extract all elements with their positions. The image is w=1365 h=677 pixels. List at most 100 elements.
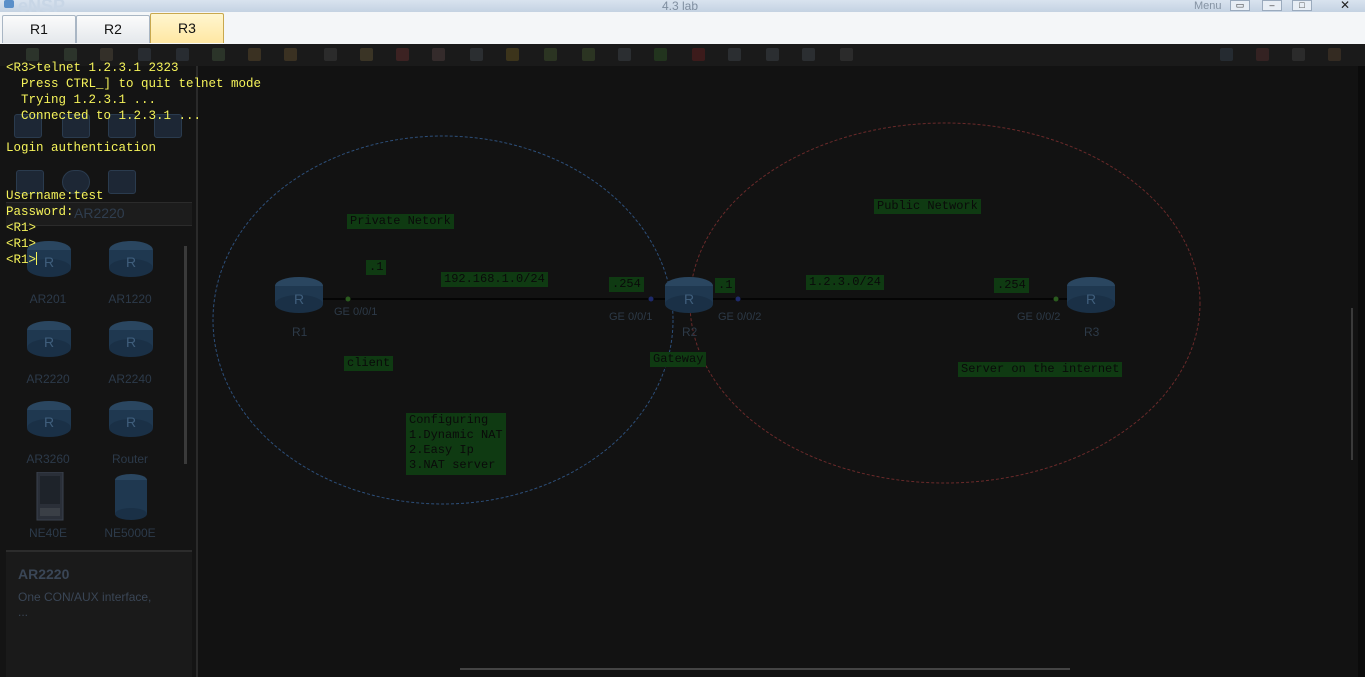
tab-r1[interactable]: R1 — [2, 15, 76, 43]
help-icon[interactable] — [1328, 48, 1341, 61]
topology-canvas[interactable]: R R R R1 R2 R3 GE 0/0/1 GE 0/0/1 GE 0/0/… — [198, 66, 1358, 677]
router-icon: R — [27, 241, 71, 277]
svg-text:R: R — [126, 334, 136, 350]
label-r1-host[interactable]: .1 — [366, 260, 387, 275]
device-ne40e[interactable]: NE40E — [8, 472, 88, 546]
device-label: Router — [111, 452, 149, 466]
label-r2-lan[interactable]: .254 — [609, 277, 644, 292]
label-gateway[interactable]: Gateway — [650, 352, 707, 367]
pan-icon[interactable] — [360, 48, 373, 61]
settings-icon[interactable] — [1292, 48, 1305, 61]
wireless-category-icon[interactable] — [108, 114, 136, 138]
chassis-icon — [36, 472, 64, 521]
label-r3-wan[interactable]: .254 — [994, 278, 1029, 293]
router-icon: R — [109, 321, 153, 357]
device-info-box: AR2220 One CON/AUX interface, ... — [6, 550, 192, 677]
save-as-icon[interactable] — [176, 48, 189, 61]
fit-icon[interactable] — [618, 48, 631, 61]
device-label: AR1220 — [108, 292, 152, 306]
terminal-line: <R1> — [6, 221, 37, 235]
cable-category-icon[interactable] — [108, 170, 136, 194]
terminal-line: Connected to 1.2.3.1 ... — [6, 109, 202, 123]
terminal-tab-bar: R1 R2 R3 — [0, 12, 1365, 46]
switch-category-icon[interactable] — [62, 114, 90, 138]
minimize-icon[interactable]: – — [1262, 0, 1282, 11]
device-ar1220[interactable]: R AR1220 — [90, 240, 170, 312]
label-private-network[interactable]: Private Netork — [347, 214, 454, 229]
device-ar3260[interactable]: R AR3260 — [8, 400, 88, 472]
svg-text:R: R — [44, 254, 54, 270]
device-panel-scrollbar[interactable] — [184, 246, 187, 464]
canvas-vertical-scrollbar[interactable] — [1351, 308, 1353, 460]
device-ar201[interactable]: R AR201 — [8, 240, 88, 312]
router-r1-icon[interactable]: R — [275, 277, 323, 313]
restore-icon[interactable]: ▭ — [1230, 0, 1250, 11]
new-lab-icon[interactable] — [64, 48, 77, 61]
redo-icon[interactable] — [284, 48, 297, 61]
stop-icon[interactable] — [692, 48, 705, 61]
cli-icon[interactable] — [766, 48, 779, 61]
label-server[interactable]: Server on the internet — [958, 362, 1123, 377]
chat-icon[interactable] — [1220, 48, 1233, 61]
screenshot-icon[interactable] — [840, 48, 853, 61]
device-label: NE5000E — [104, 526, 156, 540]
huawei-icon[interactable] — [1256, 48, 1269, 61]
port-label-r1: GE 0/0/1 — [334, 306, 378, 318]
undo-icon[interactable] — [248, 48, 261, 61]
start-icon[interactable] — [654, 48, 667, 61]
terminal-line: Login authentication — [6, 141, 157, 155]
device-router[interactable]: R Router — [90, 400, 170, 472]
maximize-icon[interactable]: □ — [1292, 0, 1312, 11]
label-public-network[interactable]: Public Network — [874, 199, 981, 214]
label-configuring[interactable]: Configuring 1.Dynamic NAT 2.Easy Ip 3.NA… — [406, 413, 506, 475]
label-wan-subnet[interactable]: 1.2.3.0/24 — [806, 275, 885, 290]
label-lan-subnet[interactable]: 192.168.1.0/24 — [441, 272, 548, 287]
terminal-line: Password: — [6, 205, 74, 219]
close-icon[interactable]: ✕ — [1339, 0, 1351, 12]
router-r2-icon[interactable]: R — [665, 277, 713, 313]
delete-link-icon[interactable] — [432, 48, 445, 61]
svg-text:R: R — [1086, 291, 1096, 307]
device-info-description: One CON/AUX interface, — [18, 590, 152, 604]
capture-icon[interactable] — [728, 48, 741, 61]
router-icon: R — [27, 321, 71, 357]
delete-icon[interactable] — [396, 48, 409, 61]
canvas-horizontal-scrollbar[interactable] — [460, 668, 1070, 670]
new-topology-icon[interactable] — [26, 48, 39, 61]
select-icon[interactable] — [324, 48, 337, 61]
router-icon: R — [27, 401, 71, 437]
router-category-icon[interactable] — [14, 114, 42, 138]
toolbar — [0, 44, 1365, 66]
terminal-prompt-line[interactable]: <R1> — [6, 252, 38, 268]
svg-text:R: R — [126, 414, 136, 430]
device-ar2220[interactable]: R AR2220 — [8, 320, 88, 392]
label-client[interactable]: client — [344, 356, 394, 371]
router-r3-icon[interactable]: R — [1067, 277, 1115, 313]
device-ne5000e[interactable]: NE5000E — [90, 474, 170, 546]
svg-text:R: R — [126, 254, 136, 270]
device-ar2240[interactable]: R AR2240 — [90, 320, 170, 392]
r3-port-dot — [1053, 296, 1059, 302]
tab-r2[interactable]: R2 — [76, 15, 150, 43]
label-r2-wan[interactable]: .1 — [715, 278, 736, 293]
palette-icon[interactable] — [802, 48, 815, 61]
terminal-line: Username:test — [6, 189, 104, 203]
print-icon[interactable] — [212, 48, 225, 61]
zoom-in-icon[interactable] — [544, 48, 557, 61]
device-label: NE40E — [28, 526, 68, 540]
device-section-header: AR2220 — [6, 202, 192, 226]
rectangle-icon[interactable] — [506, 48, 519, 61]
save-icon[interactable] — [138, 48, 151, 61]
text-icon[interactable] — [470, 48, 483, 61]
svg-text:R: R — [294, 291, 304, 307]
cloud-category-icon[interactable] — [62, 170, 90, 194]
node-label-r3: R3 — [1084, 325, 1100, 339]
pc-category-icon[interactable] — [16, 170, 44, 194]
terminal-output[interactable]: <R3>telnet 1.2.3.1 2323 Press CTRL_] to … — [0, 58, 600, 278]
zoom-out-icon[interactable] — [582, 48, 595, 61]
tab-r3[interactable]: R3 — [150, 13, 224, 43]
cluster-icon — [115, 474, 147, 520]
open-icon[interactable] — [100, 48, 113, 61]
firewall-category-icon[interactable] — [154, 114, 182, 138]
menu-button[interactable]: Menu — [1194, 0, 1222, 12]
